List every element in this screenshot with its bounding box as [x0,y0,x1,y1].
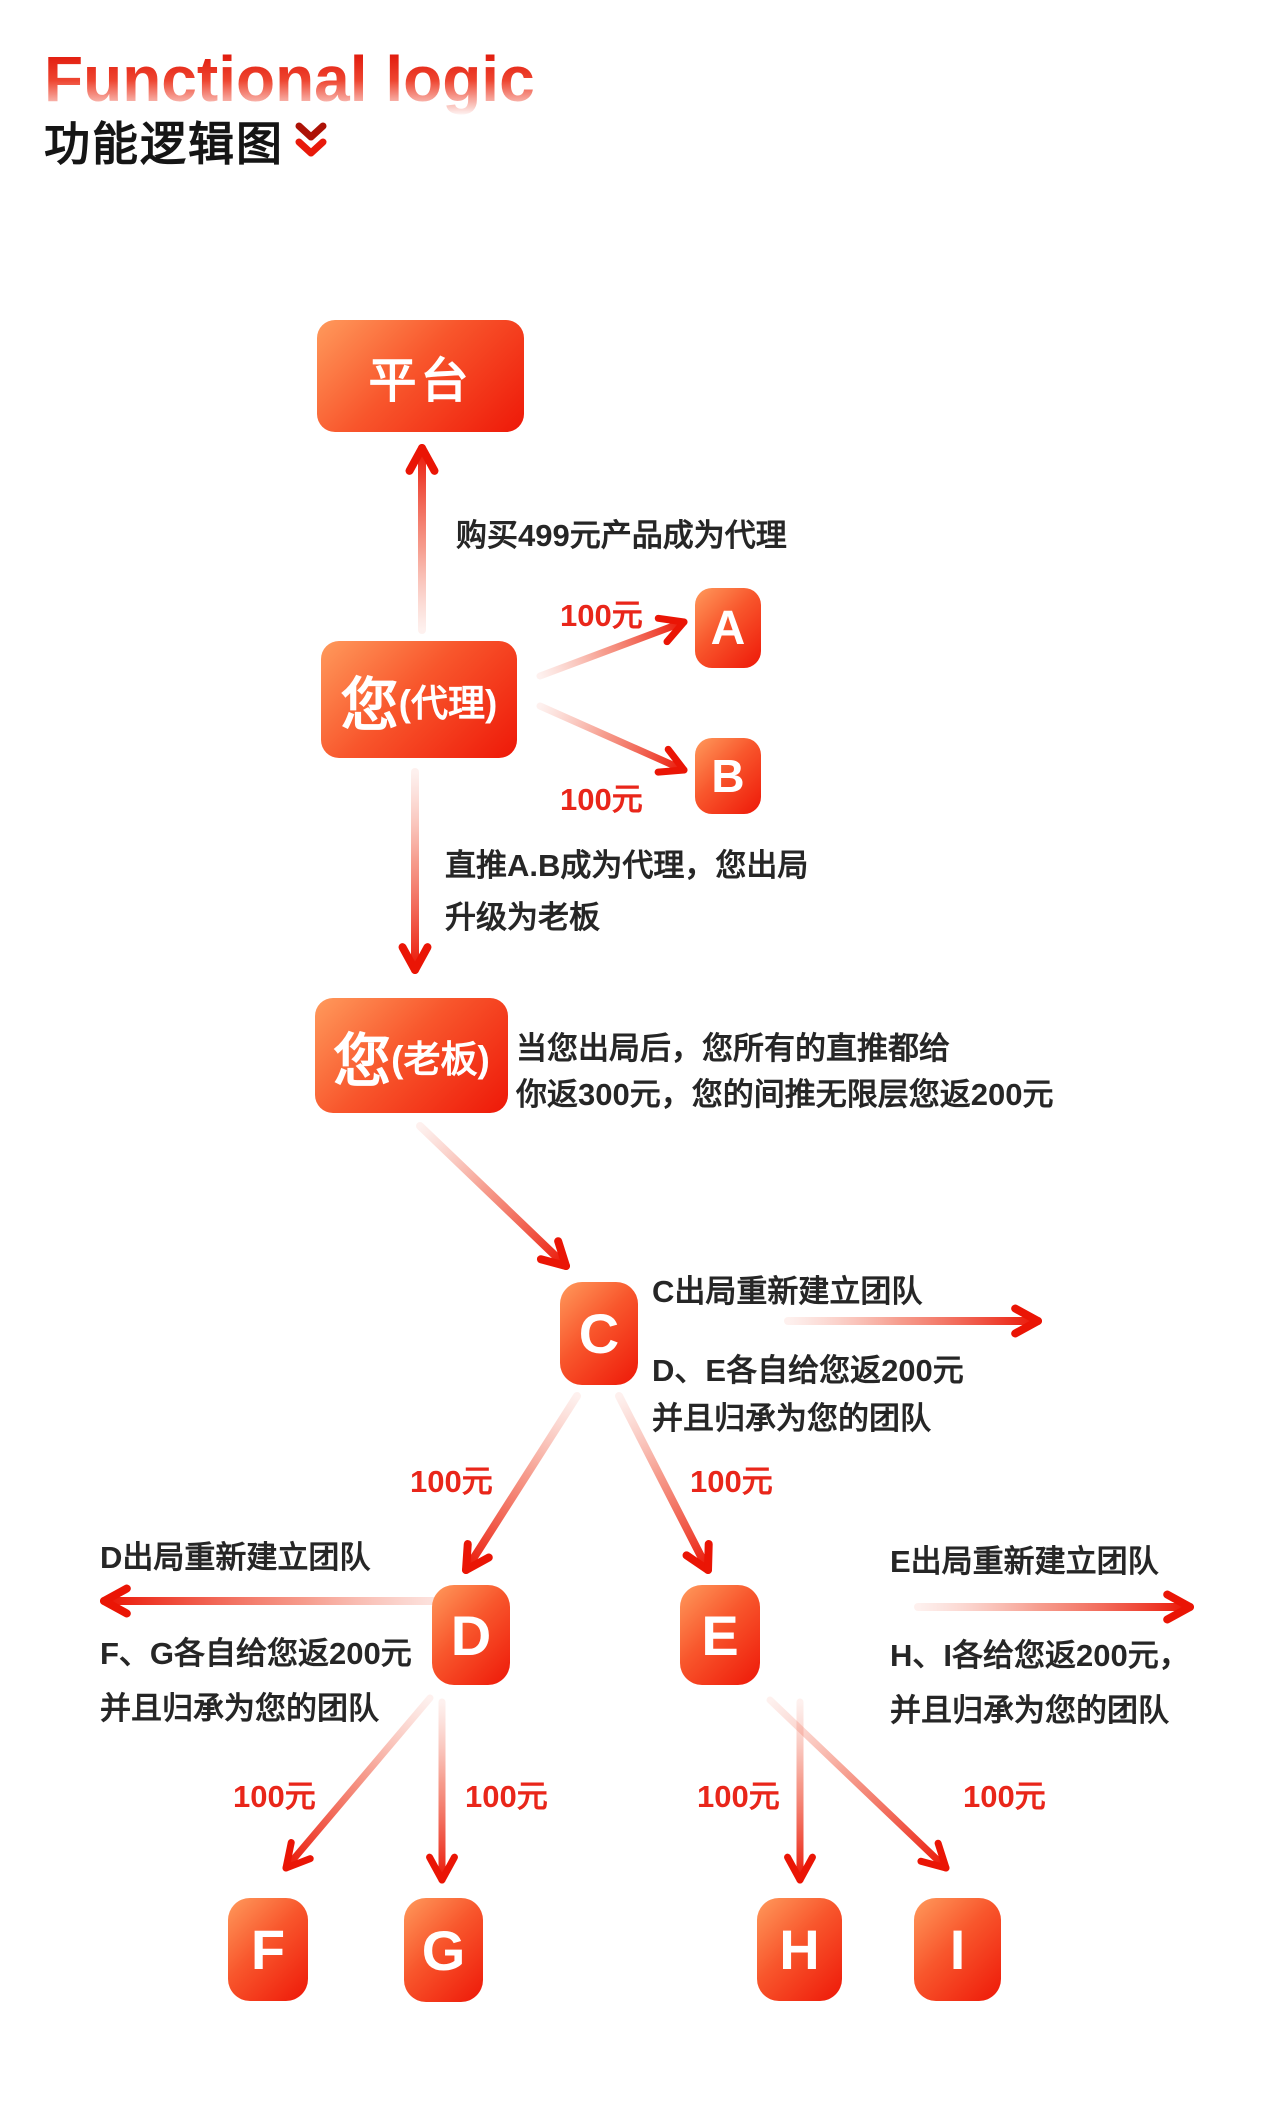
node-a: A [695,588,761,668]
fee-e-to-h: 100元 [697,1779,780,1814]
node-f: F [228,1898,308,2001]
node-e-label: E [701,1603,739,1667]
fee-c-to-e: 100元 [690,1464,773,1499]
node-platform: 平台 [317,320,524,432]
arrow-e-to-i [766,1696,950,1872]
node-h: H [757,1898,842,2001]
fee-d-to-f: 100元 [233,1779,316,1814]
note-promote-line1: 直推A.B成为代理，您出局 [445,848,809,883]
fee-agent-to-a: 100元 [560,598,643,633]
note-e-return-line1: H、I各给您返200元， [890,1638,1190,1673]
node-d-label: D [450,1603,492,1667]
note-boss-line1: 当您出局后，您所有的直推都给 [516,1031,950,1066]
node-g-label: G [421,1918,466,1982]
node-h-label: H [779,1918,820,1981]
node-c-label: C [578,1302,620,1365]
note-c-return: D、E各自给您返200元 并且归承为您的团队 [652,1347,964,1443]
fee-e-to-i: 100元 [963,1779,1046,1814]
note-d-return-line2: 并且归承为您的团队 [100,1691,379,1726]
arrow-agent-to-boss [398,768,432,974]
node-you-agent-label: 您 [340,672,399,738]
node-i: I [914,1898,1001,2001]
node-you-boss-suffix: (老板) [391,1038,490,1080]
note-e-return: H、I各给您返200元， 并且归承为您的团队 [890,1628,1190,1738]
note-boss-payout: 当您出局后，您所有的直推都给 你返300元，您的间推无限层您返200元 [516,1026,1053,1118]
note-c-rebuild: C出局重新建立团队 [652,1274,923,1309]
page-subtitle: 功能逻辑图 [44,118,284,170]
arrow-c-rebuild-right [784,1304,1042,1338]
node-you-boss-label: 您 [333,1028,392,1094]
double-chevron-down-icon [295,122,327,157]
subtitle-row: 功能逻辑图 [44,108,328,174]
note-e-return-line2: 并且归承为您的团队 [890,1693,1169,1728]
note-promote-line2: 升级为老板 [445,900,600,935]
node-f-label: F [250,1918,286,1981]
node-you-agent: 您(代理) [321,641,517,758]
note-c-return-line1: D、E各自给您返200元 [652,1353,964,1388]
note-c-return-line2: 并且归承为您的团队 [652,1401,931,1436]
arrow-c-to-e [615,1392,713,1574]
note-boss-line2: 你返300元，您的间推无限层您返200元 [516,1077,1054,1112]
node-b-label: B [711,750,745,802]
arrow-agent-to-platform [405,444,439,634]
arrow-e-rebuild-right [914,1590,1194,1624]
node-d: D [432,1585,510,1685]
node-you-agent-suffix: (代理) [398,682,498,724]
page-title: Functional logic [44,43,535,115]
note-e-rebuild: E出局重新建立团队 [890,1544,1159,1579]
arrow-c-to-d [462,1392,581,1574]
fee-d-to-g: 100元 [465,1779,548,1814]
node-platform-label: 平台 [368,355,473,408]
arrow-d-to-g [426,1698,458,1884]
node-b: B [695,738,761,814]
note-d-rebuild: D出局重新建立团队 [100,1540,371,1575]
node-e: E [680,1585,760,1685]
node-you-boss: 您(老板) [315,998,508,1113]
node-g: G [404,1898,483,2002]
note-d-return-line1: F、G各自给您返200元 [100,1636,412,1671]
arrow-boss-to-c [416,1122,570,1270]
fee-agent-to-b: 100元 [560,782,643,817]
arrow-agent-to-b [536,702,688,776]
node-a-label: A [710,601,746,655]
node-c: C [560,1282,638,1385]
node-i-label: I [949,1918,966,1981]
arrow-agent-to-a [536,614,688,680]
fee-c-to-d: 100元 [410,1464,493,1499]
note-promote: 直推A.B成为代理，您出局 升级为老板 [445,840,808,944]
note-d-return: F、G各自给您返200元 并且归承为您的团队 [100,1626,412,1736]
note-buy-to-platform: 购买499元产品成为代理 [456,518,787,553]
arrow-d-rebuild-left [100,1584,474,1618]
arrow-d-to-f [282,1694,434,1872]
